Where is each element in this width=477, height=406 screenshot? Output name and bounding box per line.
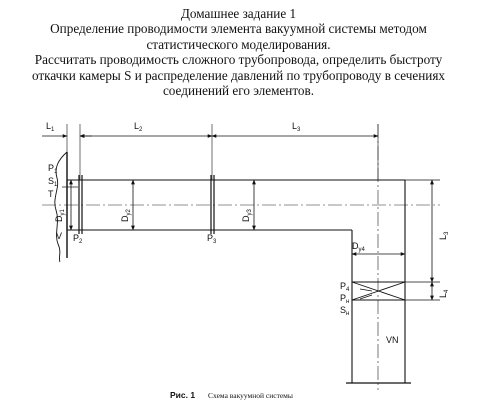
- pointer-lines: [62, 186, 373, 300]
- label-T: T: [48, 189, 54, 199]
- task-line-3: соединений его элементов.: [162, 83, 315, 99]
- label-L4: L4: [438, 289, 450, 298]
- task-line-1: Рассчитать проводимость сложного трубопр…: [34, 52, 443, 68]
- task-text: Домашнее задание 1 Определение проводимо…: [0, 6, 477, 98]
- figure-caption-number: Рис. 1: [170, 390, 195, 400]
- label-S1: S1: [48, 176, 58, 188]
- label-P4: P4: [340, 281, 350, 293]
- label-P1: P1: [48, 163, 58, 175]
- label-L1: L1: [46, 121, 55, 133]
- label-VN: VN: [386, 335, 399, 345]
- label-Pn: Pн: [340, 293, 349, 305]
- label-Dy4: Dy4: [352, 241, 366, 253]
- subtitle-line-1: Определение проводимости элемента вакуум…: [50, 21, 427, 37]
- label-V: V: [56, 231, 62, 241]
- valve-symbol: [351, 281, 406, 301]
- diameter-dimensions: [69, 179, 256, 231]
- label-P3: P3: [207, 233, 217, 245]
- label-Dy1: Dy1: [54, 209, 66, 223]
- extension-lines: [66, 124, 379, 180]
- pipe-outline: [66, 179, 406, 383]
- label-P2: P2: [73, 233, 83, 245]
- label-L3: L3: [292, 121, 301, 133]
- label-L3-vertical: L3: [438, 231, 450, 240]
- label-Sn: Sн: [340, 305, 349, 317]
- chamber-wall: [54, 151, 68, 263]
- label-Dy3: Dy3: [241, 209, 253, 223]
- label-Dy2: Dy2: [120, 209, 132, 223]
- figure-caption-text: Схема вакуумной системы: [208, 391, 293, 400]
- subtitle-line-2: статистического моделирования.: [146, 36, 331, 52]
- task-line-2: откачки камеры S и распределение давлени…: [31, 67, 446, 83]
- label-L2: L2: [134, 121, 143, 133]
- pipe-joints: [78, 175, 215, 234]
- dimension-lines-right: [405, 179, 440, 301]
- document-title: Домашнее задание 1: [180, 6, 297, 21]
